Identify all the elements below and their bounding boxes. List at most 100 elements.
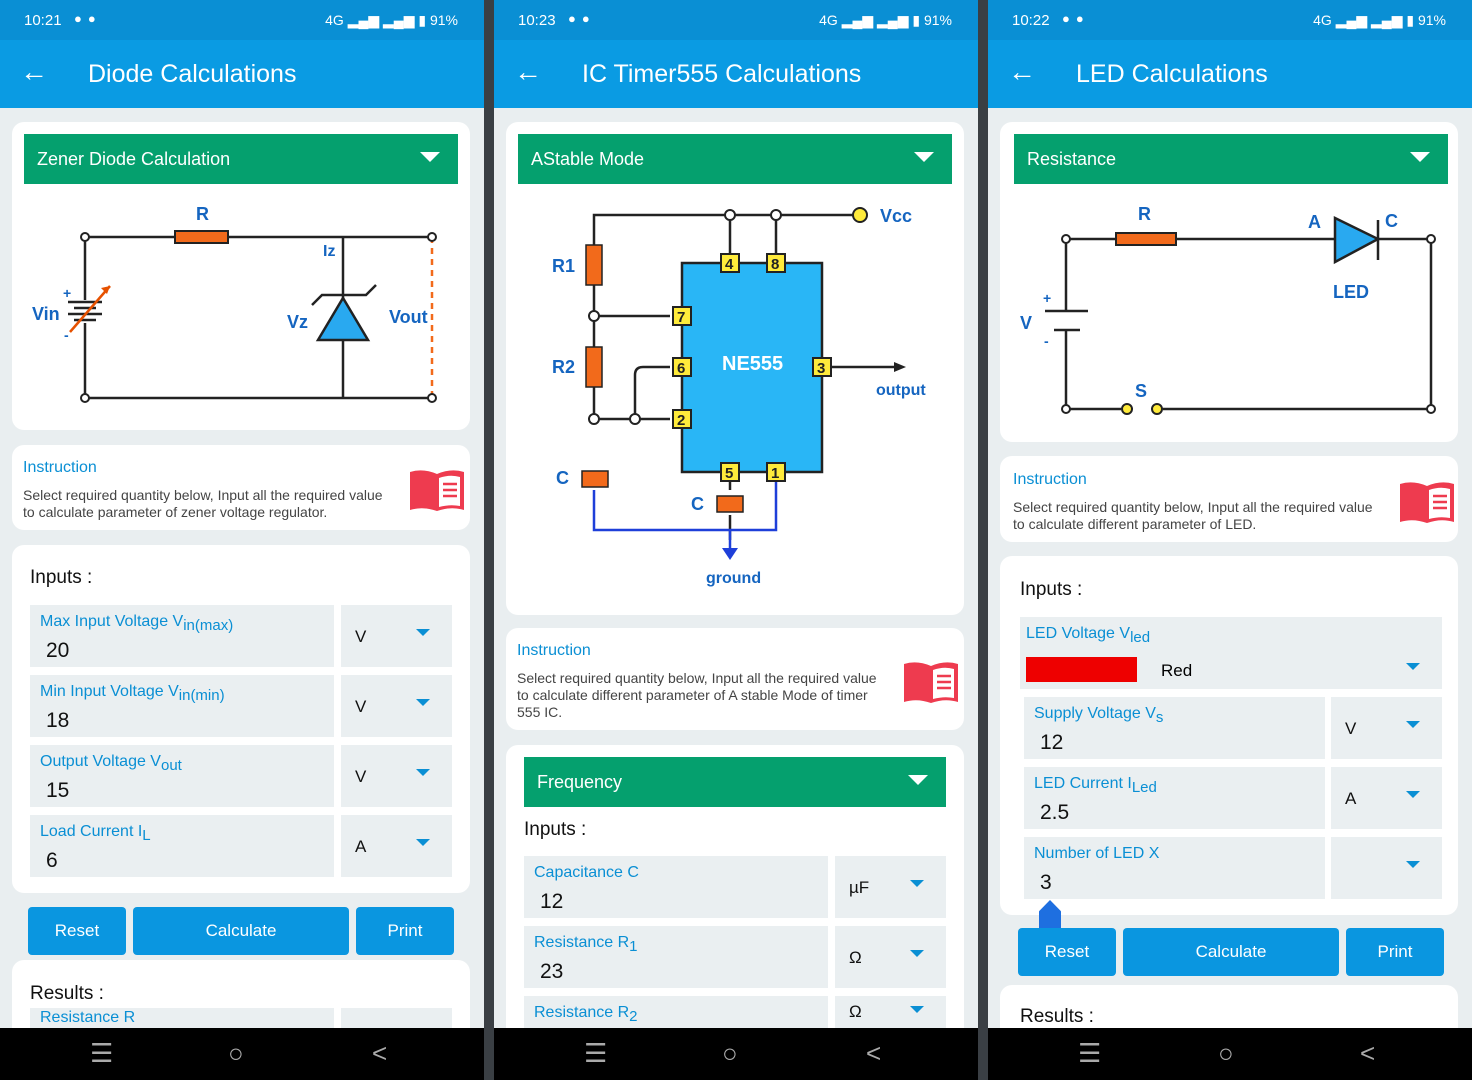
input-field[interactable]: Max Input Voltage Vin(max) 20 [30, 605, 334, 667]
back-nav-icon[interactable]: < [1360, 1038, 1376, 1068]
input-value[interactable]: 12 [540, 890, 564, 913]
reset-button[interactable]: Reset [28, 907, 126, 955]
led-color-name: Red [1161, 661, 1193, 680]
book-icon [904, 662, 958, 703]
home-icon[interactable]: ○ [1218, 1038, 1234, 1068]
pin-number: 3 [817, 360, 825, 377]
input-label: Resistance R2 [534, 1004, 638, 1025]
back-nav-icon[interactable]: < [372, 1038, 388, 1068]
print-button[interactable]: Print [356, 907, 454, 955]
inputs-heading: Inputs : [524, 819, 587, 840]
led-voltage-select[interactable]: LED Voltage Vled Red [1020, 617, 1442, 689]
book-icon [410, 470, 464, 511]
unit-value: V [355, 697, 367, 716]
unit-select[interactable]: V [341, 675, 452, 737]
app-bar: ← LED Calculations [988, 40, 1472, 108]
recents-icon[interactable]: ☰ [584, 1038, 608, 1068]
instruction-heading: Instruction [1013, 471, 1087, 488]
label-v: V [1020, 313, 1032, 333]
unit-select[interactable]: V [341, 745, 452, 807]
label-output: output [876, 382, 926, 399]
calculate-button[interactable]: Calculate [133, 907, 349, 955]
zener-circuit-diagram: R Iz Vz Vout Vin + - [32, 204, 437, 403]
status-bar: 10:21 ●● 4G ▂▄▆ ▂▄▆ ▮ 91% [0, 0, 484, 40]
input-label-text: Number of LED X [1034, 845, 1160, 862]
back-arrow-icon[interactable]: ← [514, 56, 542, 87]
notification-icons: ●● [74, 11, 102, 26]
label-s: S [1135, 381, 1147, 401]
unit-select[interactable]: V [1331, 697, 1442, 759]
label-vin: Vin [32, 304, 60, 324]
reset-button[interactable]: Reset [1018, 928, 1116, 976]
phone-led: 10:22 ●● 4G ▂▄▆ ▂▄▆ ▮ 91% ← LED Calculat… [988, 0, 1472, 1080]
battery-level: 91% [429, 12, 458, 28]
status-time: 10:21 [24, 12, 62, 29]
status-right: 4G ▂▄▆ ▂▄▆ ▮ 91% [325, 12, 458, 29]
pin-box [766, 253, 786, 273]
unit-select[interactable]: Ω [835, 926, 946, 988]
input-field[interactable]: Min Input Voltage Vin(min)18 [30, 675, 334, 737]
book-icon [1400, 482, 1454, 523]
network-label: 4G [1313, 12, 1332, 28]
unit-select[interactable]: A [1331, 767, 1442, 829]
home-icon[interactable]: ○ [228, 1038, 244, 1068]
input-value[interactable]: 20 [46, 639, 70, 662]
text-cursor-handle[interactable] [1039, 900, 1061, 928]
unit-select[interactable] [1331, 837, 1442, 899]
dropdown-value: Resistance [1027, 149, 1117, 169]
recents-icon[interactable]: ☰ [1078, 1038, 1102, 1068]
pin-box [672, 409, 692, 429]
print-button[interactable]: Print [1346, 928, 1444, 976]
chip-label: NE555 [722, 353, 783, 375]
dropdown-value: AStable Mode [531, 149, 645, 169]
input-label-subscript: Led [1131, 779, 1157, 797]
status-bar: 10:22 ●● 4G ▂▄▆ ▂▄▆ ▮ 91% [988, 0, 1472, 40]
input-label-text: Supply Voltage V [1034, 705, 1156, 722]
input-label: Number of LED X [1034, 845, 1159, 866]
instruction: Instruction Select required quantity bel… [23, 459, 393, 521]
recents-icon[interactable]: ☰ [90, 1038, 114, 1068]
network-label: 4G [325, 12, 344, 28]
unit-select[interactable]: A [341, 815, 452, 877]
back-arrow-icon[interactable]: ← [1008, 56, 1036, 87]
unit-select[interactable]: V [341, 605, 452, 667]
unit-select[interactable]: µF [835, 856, 946, 918]
calculation-type-dropdown[interactable]: Zener Diode Calculation [24, 134, 458, 184]
instruction-text: Select required quantity below, Input al… [1013, 499, 1373, 532]
mode-dropdown[interactable]: AStable Mode [518, 134, 952, 184]
pin-box [672, 306, 692, 326]
input-label-subscript: s [1155, 709, 1164, 727]
back-nav-icon[interactable]: < [866, 1038, 882, 1068]
chevron-down-icon [1406, 663, 1420, 670]
calculation-type-dropdown[interactable]: Resistance [1014, 134, 1448, 184]
input-value[interactable]: 3 [1040, 871, 1052, 894]
inputs-heading: Inputs : [30, 567, 93, 588]
input-value[interactable]: 2.5 [1040, 801, 1070, 824]
unit-value: V [355, 627, 367, 646]
input-value[interactable]: 15 [46, 779, 70, 802]
chevron-down-icon [1406, 861, 1420, 868]
calculate-button[interactable]: Calculate [1123, 928, 1339, 976]
input-value[interactable]: 18 [46, 709, 70, 732]
pin-box [812, 357, 832, 377]
back-arrow-icon[interactable]: ← [20, 56, 48, 87]
input-value[interactable]: 23 [540, 960, 564, 983]
input-value[interactable]: 12 [1040, 731, 1064, 754]
home-icon[interactable]: ○ [722, 1038, 738, 1068]
input-field[interactable]: Supply Voltage Vs 12 [1024, 697, 1325, 759]
page-title: LED Calculations [1076, 60, 1268, 88]
input-value[interactable]: 6 [46, 849, 58, 872]
input-field[interactable]: Number of LED X 3 [1024, 837, 1325, 899]
label-ground: ground [706, 570, 761, 587]
parameter-dropdown[interactable]: Frequency [524, 757, 946, 807]
pin-number: 4 [725, 256, 734, 273]
inputs-heading: Inputs : [1020, 579, 1083, 600]
chevron-down-icon [908, 775, 928, 785]
input-label: Max Input Voltage Vin(max) [40, 613, 233, 634]
input-label: Supply Voltage Vs [1034, 705, 1163, 726]
